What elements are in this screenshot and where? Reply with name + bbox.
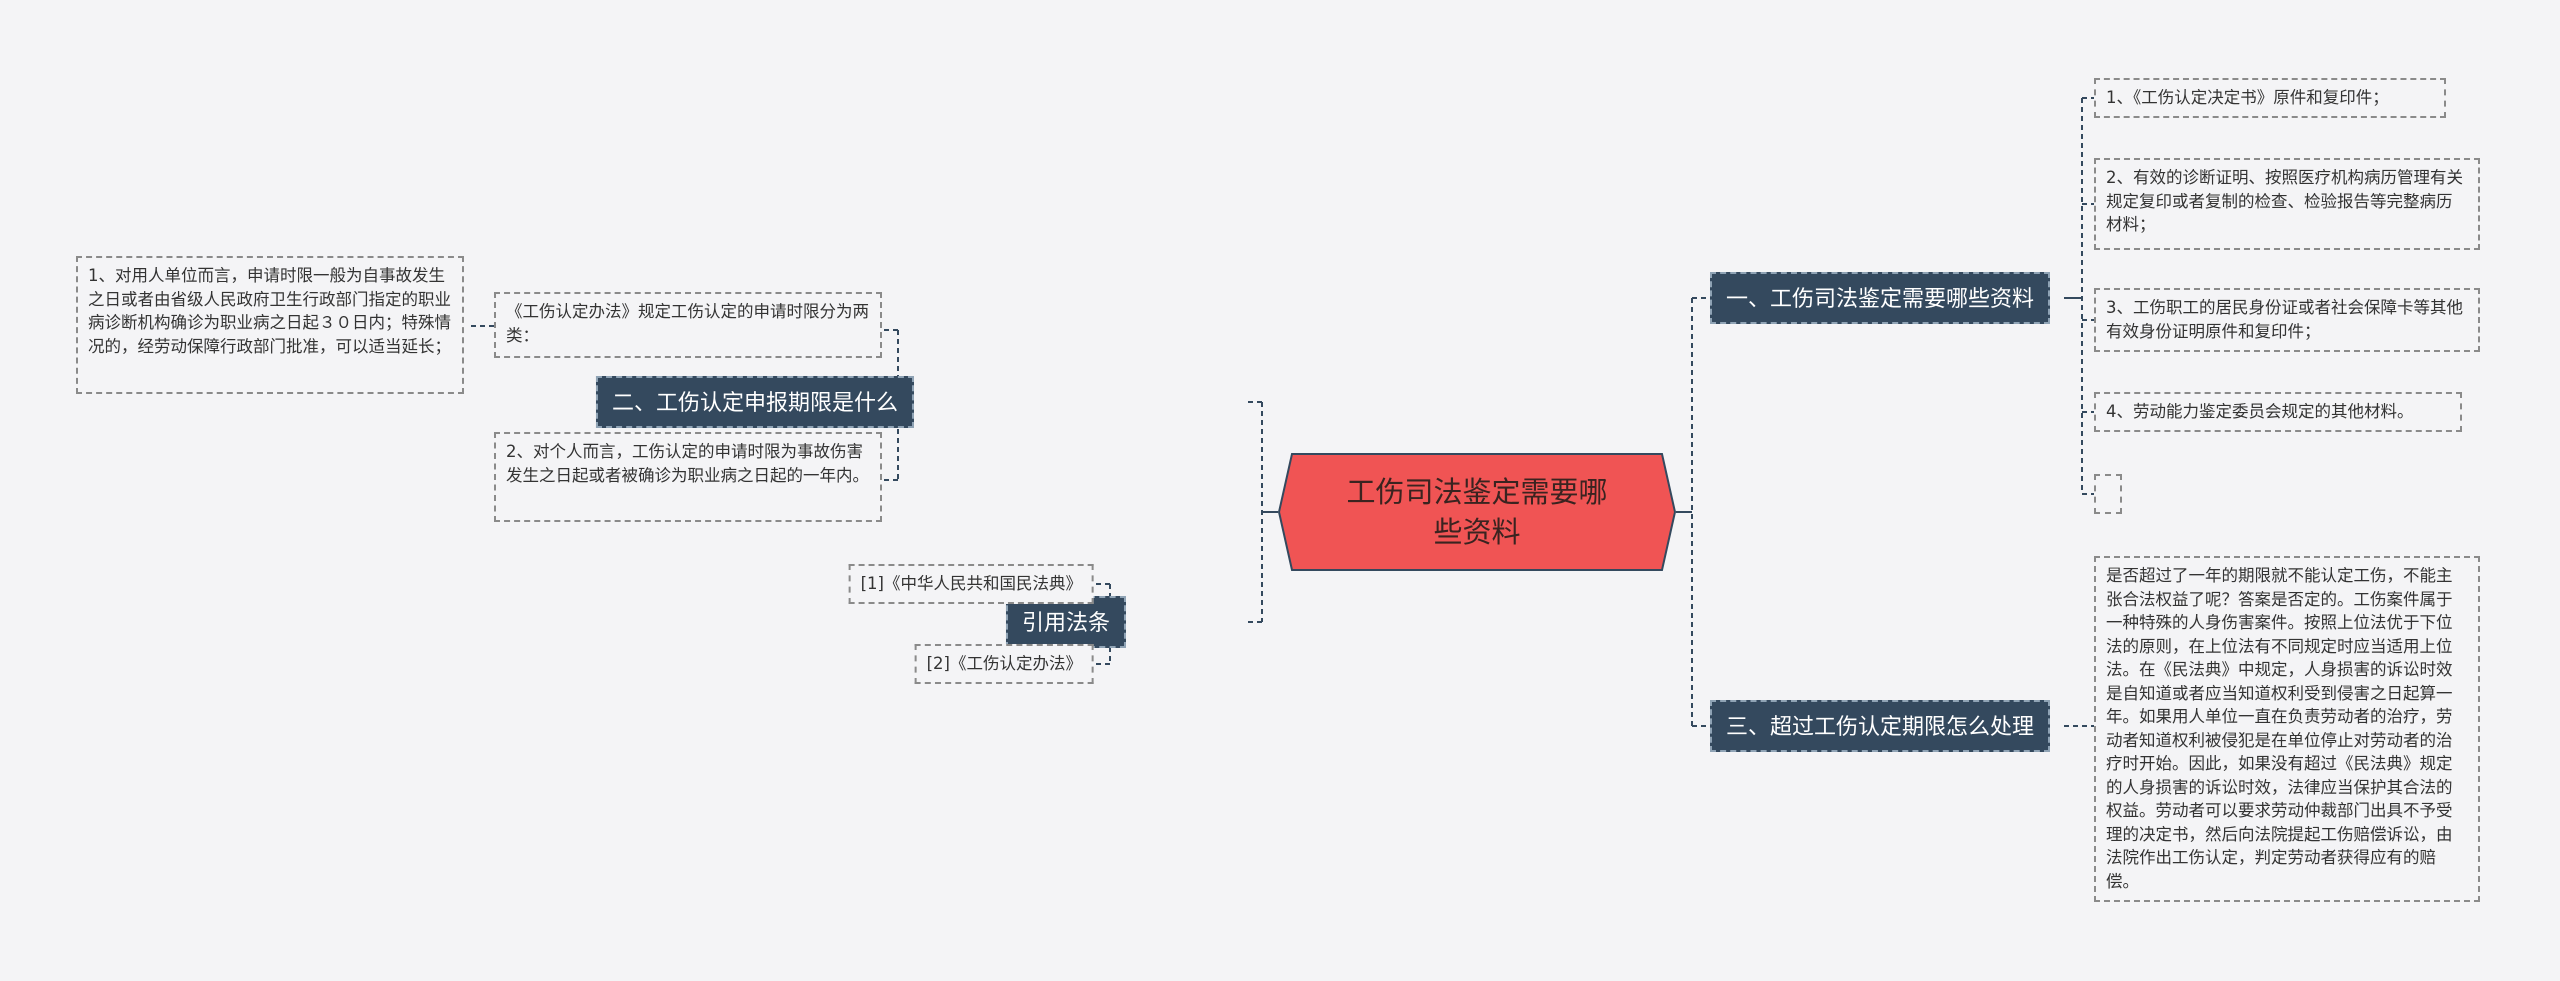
root-hexagon	[1278, 453, 1676, 571]
topic-overdue-handling[interactable]: 三、超过工伤认定期限怎么处理	[1710, 700, 2051, 752]
material-item-3[interactable]: 3、工伤职工的居民身份证或者社会保障卡等其他有效身份证明原件和复印件；	[2094, 288, 2480, 352]
topic-label: 二、工伤认定申报期限是什么	[611, 391, 898, 416]
root-label: 工伤司法鉴定需要哪些资料	[1346, 475, 1608, 549]
material-item-1[interactable]: 1、《工伤认定决定书》原件和复印件；	[2094, 78, 2446, 118]
topic-label: 引用法条	[1021, 611, 1110, 636]
deadline-intro[interactable]: 《工伤认定办法》规定工伤认定的申请时限分为两类：	[494, 292, 882, 358]
overdue-explanation[interactable]: 是否超过了一年的期限就不能认定工伤，不能主张合法权益了呢？答案是否定的。工伤案件…	[2094, 556, 2480, 902]
deadline-individual[interactable]: 2、对个人而言，工伤认定的申请时限为事故伤害发生之日起或者被确诊为职业病之日起的…	[494, 432, 882, 522]
cited-law-1[interactable]: [1]《中华人民共和国民法典》	[848, 564, 1094, 604]
cited-law-2[interactable]: [2]《工伤认定办法》	[914, 644, 1094, 684]
material-item-2[interactable]: 2、有效的诊断证明、按照医疗机构病历管理有关规定复印或者复制的检查、检验报告等完…	[2094, 158, 2480, 250]
topic-application-deadline[interactable]: 二、工伤认定申报期限是什么	[595, 376, 914, 428]
topic-required-materials[interactable]: 一、工伤司法鉴定需要哪些资料	[1710, 272, 2051, 324]
root-topic[interactable]: 工伤司法鉴定需要哪些资料	[1278, 453, 1676, 571]
deadline-employer[interactable]: 1、对用人单位而言，申请时限一般为自事故发生之日或者由省级人民政府卫生行政部门指…	[76, 256, 464, 394]
material-item-empty[interactable]	[2094, 474, 2122, 514]
material-item-4[interactable]: 4、劳动能力鉴定委员会规定的其他材料。	[2094, 392, 2462, 432]
topic-label: 一、工伤司法鉴定需要哪些资料	[1726, 287, 2035, 312]
topic-label: 三、超过工伤认定期限怎么处理	[1726, 715, 2035, 740]
